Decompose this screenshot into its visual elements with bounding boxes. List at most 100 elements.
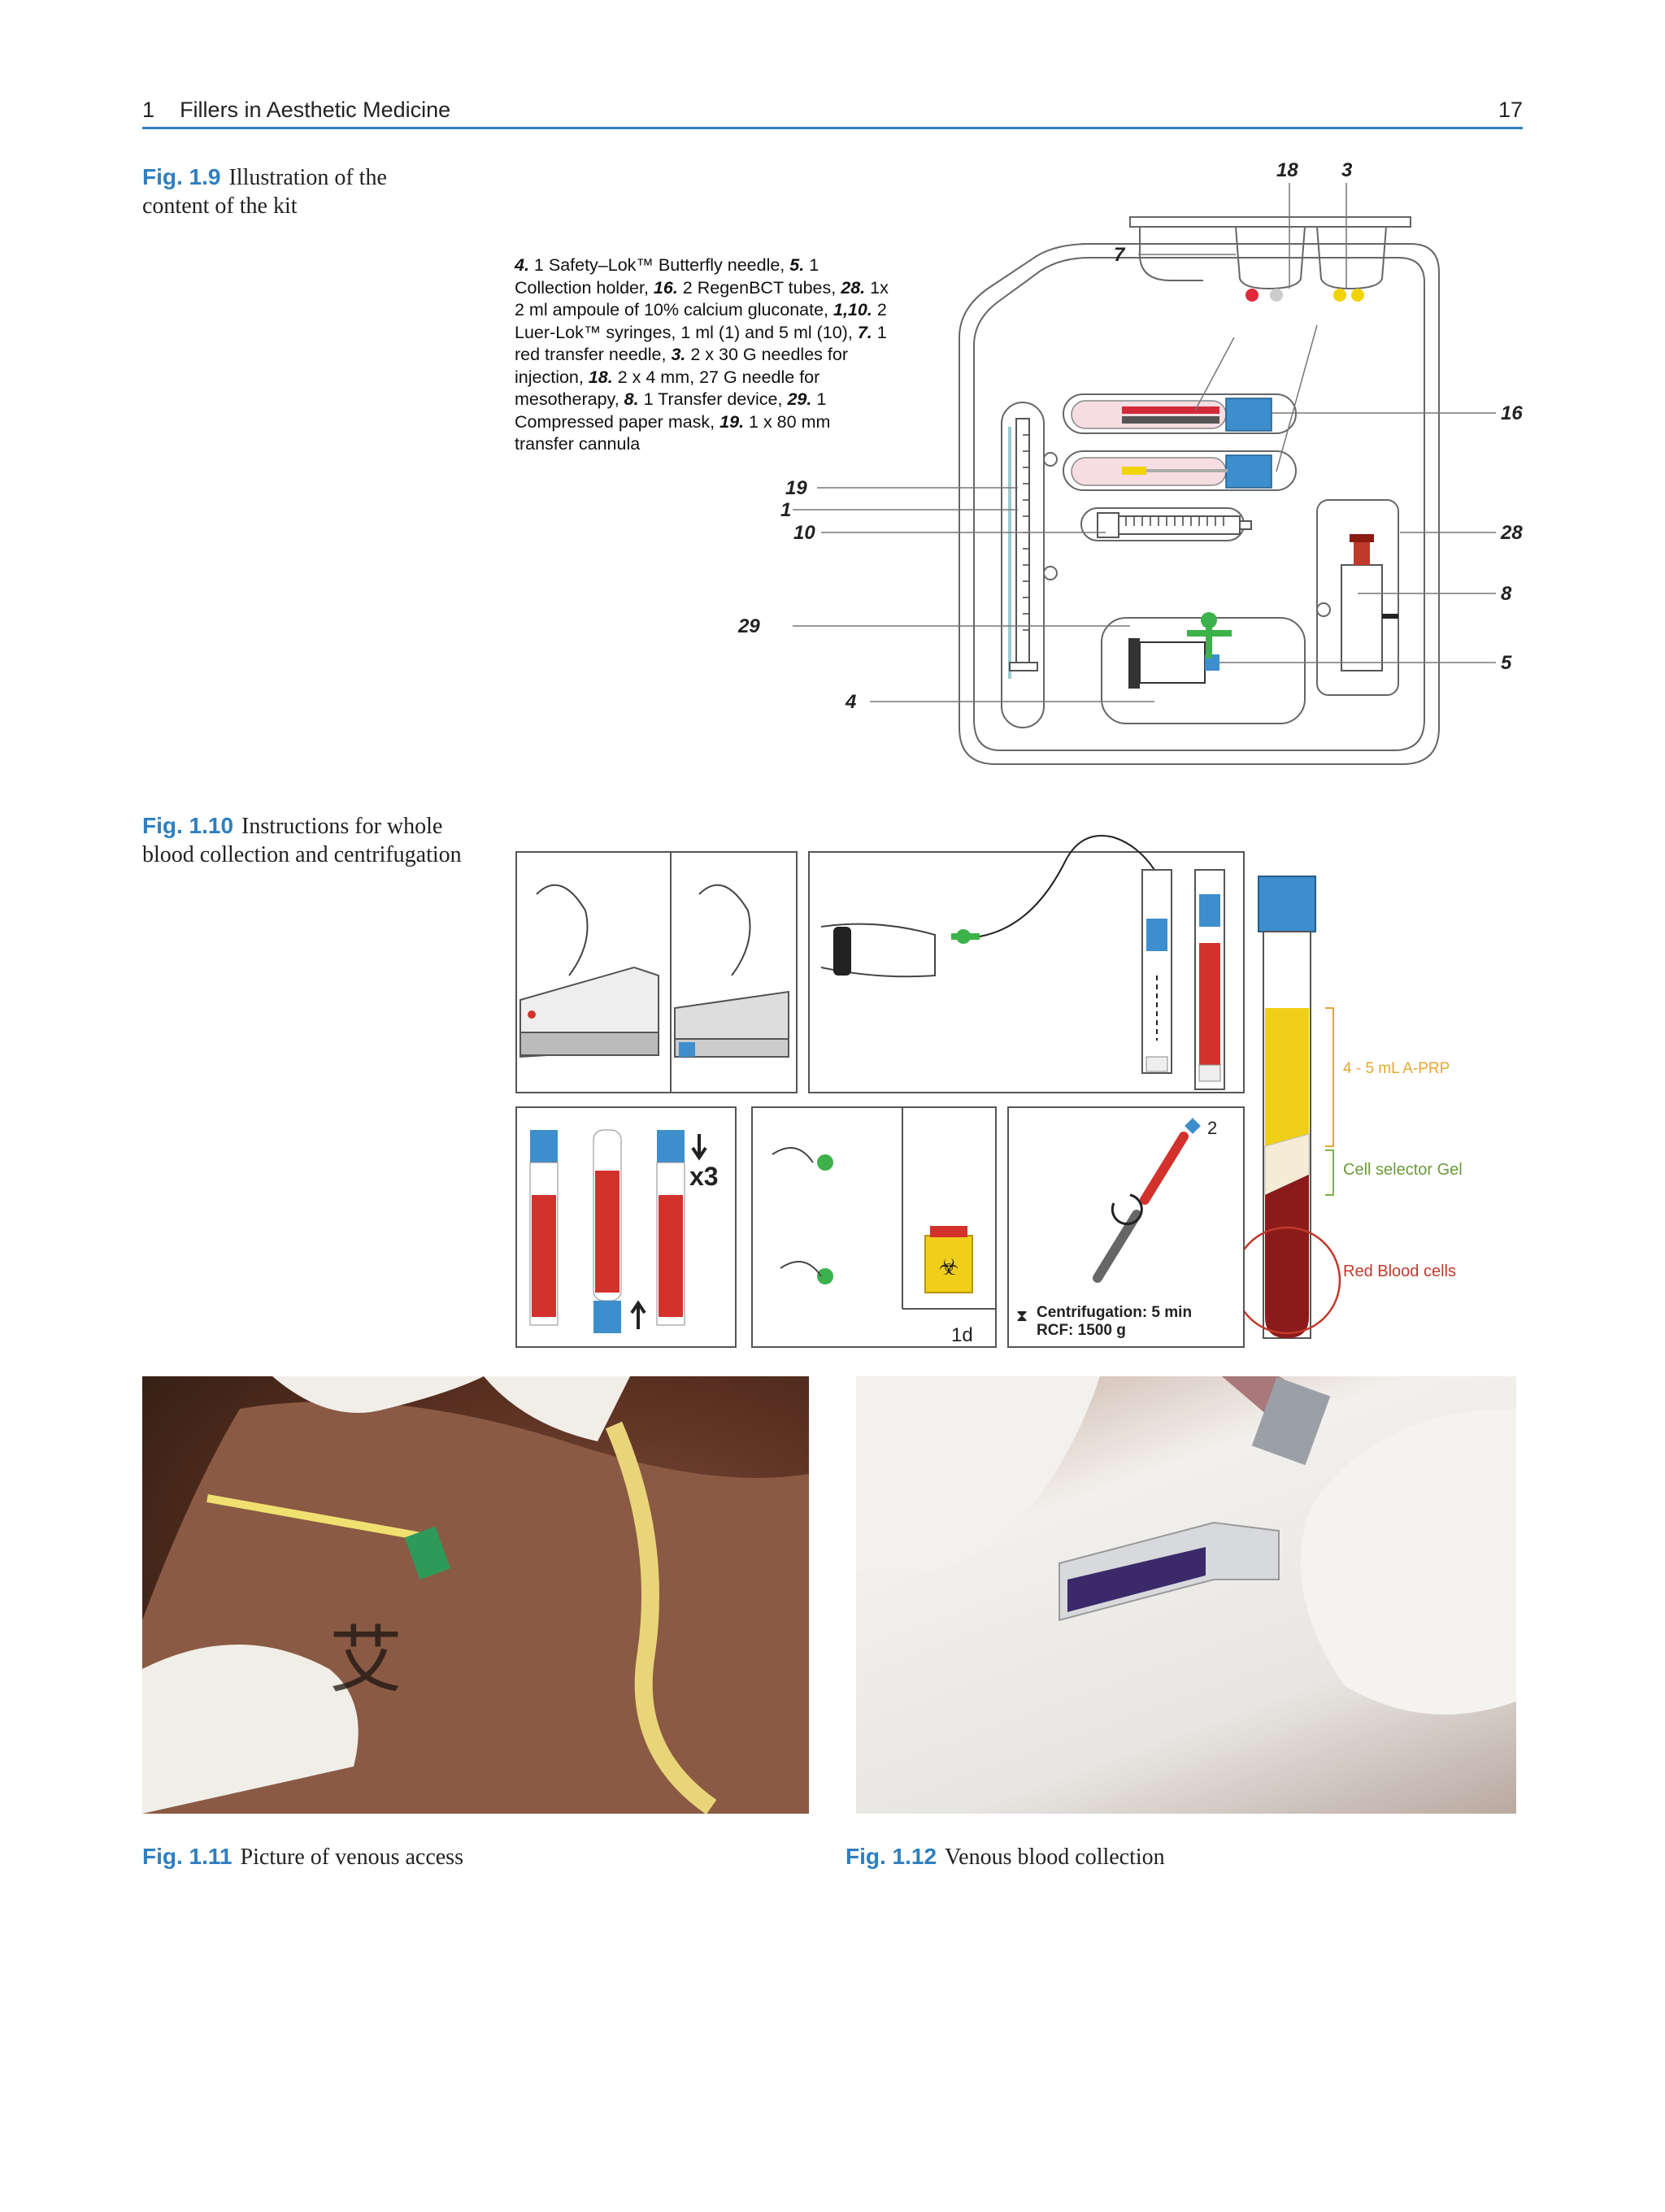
kit-item-num: 7.: [857, 322, 872, 342]
kit-item-text: 1 Safety–Lok™ Butterfly needle,: [533, 255, 785, 275]
kit-item-text: 1 Compressed paper mask,: [515, 389, 827, 432]
needle-3-yellow: [1351, 289, 1364, 302]
callout-16: 16: [1501, 402, 1523, 424]
header-rule: [142, 127, 1523, 129]
tubing: [979, 835, 1155, 937]
fig-1-9-label: Fig. 1.9: [142, 164, 221, 189]
chapter-number: 1: [142, 98, 155, 122]
gel-bracket: [1325, 1149, 1334, 1196]
callout-8: 8: [1501, 583, 1512, 605]
arrow-up-icon: [630, 1300, 646, 1329]
needle-tubing: [206, 1494, 436, 1543]
centrifugation-text: Centrifugation: 5 min: [1037, 1304, 1192, 1321]
slot-cannula: [1001, 402, 1045, 728]
fig-1-11-label: Fig. 1.11: [142, 1844, 233, 1869]
slot-tube-top: [1063, 393, 1297, 434]
biohazard-icon: ☣: [938, 1254, 959, 1280]
glove-top: [272, 1376, 484, 1413]
kit-item-num: 3.: [671, 345, 686, 364]
fig-1-10-caption-text: Instructions for whole blood collection …: [142, 814, 462, 867]
panel-invert: x3: [515, 1106, 737, 1348]
callout-7: 7: [1114, 244, 1126, 266]
tourniquet: [833, 927, 851, 976]
cup-18: [1235, 226, 1306, 290]
kit-item-num: 29.: [787, 389, 812, 409]
callout-19: 19: [785, 477, 807, 499]
glove-left: [856, 1376, 1100, 1575]
kit-item-text: 2 x 4 mm, 27 G needle for mesotherapy,: [515, 367, 820, 410]
step-number: 2: [1207, 1118, 1217, 1138]
tube-cap: [1258, 876, 1316, 932]
invert-count: x3: [689, 1162, 719, 1191]
callout-28: 28: [1500, 522, 1523, 544]
rbc-layer: [1265, 1175, 1309, 1338]
fig-1-12-caption-text: Venous blood collection: [945, 1845, 1165, 1870]
yellow-needle-hub: [1122, 467, 1146, 475]
kit-item-num: 28.: [841, 277, 866, 298]
regenbct-tube: [1071, 400, 1227, 429]
fig-1-11-caption-text: Picture of venous access: [240, 1845, 463, 1870]
butterfly-needle: [1187, 612, 1232, 658]
calcium-ampoule: [1341, 534, 1398, 671]
red-transfer-needle: [1122, 406, 1219, 414]
arrow-down-icon: [691, 1134, 707, 1161]
kit-item-text: 1x 2 ml ampoule of 10% calcium gluconate…: [515, 277, 889, 320]
tray-hole: [1043, 566, 1058, 580]
prp-layer: [1265, 1008, 1309, 1146]
kit-item-text: 2 RegenBCT tubes,: [682, 277, 837, 298]
label-prp: 4 - 5 mL A-PRP: [1343, 1060, 1450, 1077]
leader-lines: [793, 183, 1496, 702]
fig-1-11-caption: Fig. 1.11 Picture of venous access: [142, 1842, 463, 1871]
blood-collection-photo-art: [856, 1376, 1516, 1714]
yellow-needle-shaft: [1146, 469, 1228, 472]
transfer-device: [1122, 416, 1219, 424]
kit-item-num: 5.: [789, 255, 805, 275]
page-number: 17: [1498, 98, 1523, 122]
kit-item-text: 2 x 30 G needles for injection,: [515, 345, 848, 387]
running-header: 1 Fillers in Aesthetic Medicine: [142, 98, 450, 123]
callout-5: 5: [1501, 652, 1512, 674]
collection-holder: [1128, 638, 1219, 689]
tourniquet: [605, 1421, 717, 1814]
cup-tray-edge: [1139, 227, 1203, 281]
tube-holder-red: [1194, 869, 1225, 1090]
hourglass-icon: ⧗: [1016, 1306, 1028, 1325]
panel-disposal: ☣ 1d: [751, 1106, 997, 1348]
slot-ampoule: [1316, 499, 1399, 696]
fig-1-12-label: Fig. 1.12: [846, 1844, 937, 1869]
callout-3: 3: [1341, 159, 1353, 181]
kit-illustration: 18 3 7 16 19 1 10 28 8 29 5 4: [737, 159, 1523, 765]
label-gel: Cell selector Gel: [1343, 1161, 1463, 1179]
inner-tray: [973, 257, 1425, 751]
callout-18: 18: [1276, 159, 1298, 181]
venous-access-photo: 艾: [142, 1376, 809, 1814]
fig-1-12-caption: Fig. 1.12 Venous blood collection: [846, 1842, 1165, 1871]
glove-right: [1300, 1409, 1516, 1714]
label-rbc: Red Blood cells: [1343, 1262, 1456, 1280]
tube-cap-blue: [1225, 454, 1272, 489]
watch: [1251, 1376, 1331, 1466]
glove-right: [484, 1376, 630, 1441]
rcf-text: RCF: 1500 g: [1037, 1322, 1126, 1339]
kit-item-text: 2 Luer-Lok™ syringes, 1 ml (1) and 5 ml …: [515, 300, 887, 342]
tube-holder-blue: [1141, 869, 1172, 1074]
tattoo: 艾: [329, 1618, 402, 1703]
tray-hole: [1316, 602, 1331, 617]
kit-item-num: 8.: [624, 389, 639, 409]
fig-1-9-caption-text: Illustration of the content of the kit: [142, 165, 387, 219]
collection-tube: [1067, 1547, 1206, 1612]
chapter-title: Fillers in Aesthetic Medicine: [180, 98, 451, 122]
panel-centrifuge: 2 ⧗ Centrifugation: 5 min RCF: 1500 g: [1007, 1106, 1245, 1348]
one-day-label: 1d: [951, 1324, 973, 1346]
callout-29: 29: [737, 615, 760, 637]
glove-left: [142, 1645, 359, 1814]
butterfly-wing: [404, 1526, 451, 1580]
prp-tube-diagram: 4 - 5 mL A-PRP Cell selector Gel Red Blo…: [1232, 876, 1463, 1339]
syringe-5ml: [1097, 512, 1252, 538]
blood-collection-photo: [856, 1376, 1516, 1814]
venous-access-photo-art: 艾: [142, 1376, 809, 1814]
sharps-container: [924, 1235, 973, 1293]
panel-open-kit: [515, 851, 798, 1093]
